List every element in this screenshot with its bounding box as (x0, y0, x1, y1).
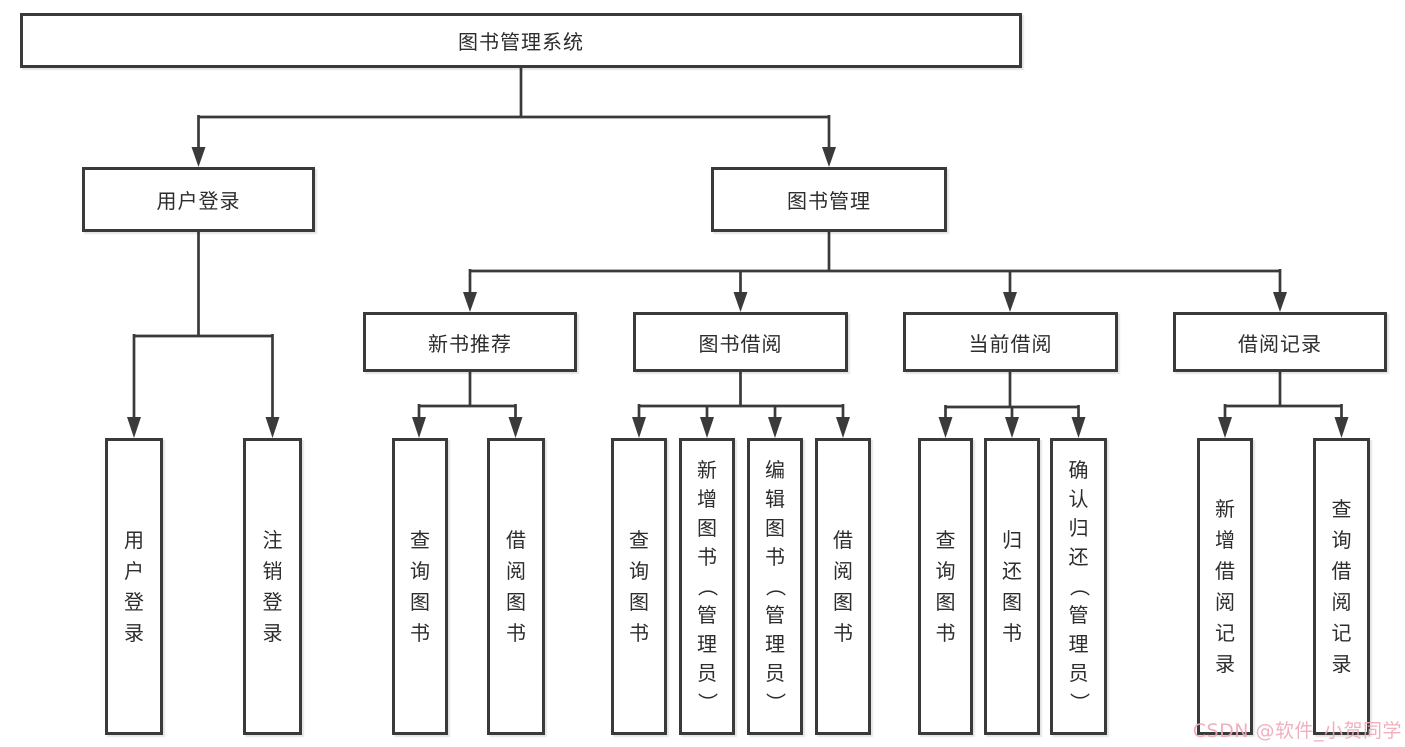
leaf-borrow-query-book: 查询图书 (611, 438, 667, 735)
leaf-current-confirm-return-label: 确认归还（管理员） (1067, 458, 1091, 713)
leaf-borrow-edit-book: 编辑图书（管理员） (747, 438, 803, 735)
leaf-record-add-record: 新增借阅记录 (1197, 438, 1253, 735)
node-borrow-record: 借阅记录 (1173, 312, 1387, 372)
leaf-borrow-borrow-book: 借阅图书 (815, 438, 871, 735)
node-book-management-label: 图书管理 (787, 189, 871, 213)
arrowhead-icons (127, 147, 1349, 438)
leaf-current-return-book-label: 归还图书 (1002, 527, 1022, 645)
leaf-newbook-query-book-label: 查询图书 (410, 527, 430, 645)
node-book-borrow-label: 图书借阅 (698, 331, 783, 356)
leaf-logout-login: 注销登录 (243, 438, 302, 735)
leaf-borrow-edit-book-label: 编辑图书（管理员） (763, 458, 788, 713)
node-book-management: 图书管理 (711, 167, 947, 232)
node-user-login: 用户登录 (82, 167, 315, 232)
leaf-user-login: 用户登录 (105, 438, 163, 735)
csdn-watermark: CSDN @软件_小贺同学 (1192, 720, 1402, 742)
node-book-borrow: 图书借阅 (633, 312, 848, 372)
leaf-current-query-book: 查询图书 (918, 438, 973, 735)
leaf-current-return-book: 归还图书 (984, 438, 1040, 735)
leaf-borrow-query-book-label: 查询图书 (629, 527, 649, 645)
leaf-current-confirm-return: 确认归还（管理员） (1050, 438, 1107, 735)
node-borrow-record-label: 借阅记录 (1238, 331, 1322, 356)
node-current-borrow-label: 当前借阅 (968, 331, 1053, 356)
leaf-record-query-record: 查询借阅记录 (1313, 438, 1370, 735)
leaf-logout-login-label: 注销登录 (262, 527, 283, 645)
leaf-record-query-record-label: 查询借阅记录 (1331, 496, 1352, 676)
node-current-borrow: 当前借阅 (903, 312, 1118, 372)
leaf-record-add-record-label: 新增借阅记录 (1215, 496, 1235, 676)
tree-edges (132, 68, 1343, 419)
leaf-current-query-book-label: 查询图书 (935, 527, 956, 645)
node-root-label: 图书管理系统 (458, 30, 584, 54)
node-root: 图书管理系统 (20, 13, 1022, 68)
leaf-newbook-query-book: 查询图书 (392, 438, 448, 735)
leaf-borrow-add-book: 新增图书（管理员） (679, 438, 735, 735)
leaf-borrow-add-book-label: 新增图书（管理员） (695, 458, 720, 713)
leaf-newbook-borrow-book-label: 借阅图书 (506, 527, 526, 645)
leaf-borrow-borrow-book-label: 借阅图书 (833, 527, 853, 645)
node-user-login-label: 用户登录 (156, 189, 241, 213)
leaf-newbook-borrow-book: 借阅图书 (487, 438, 545, 735)
node-new-book-recommend-label: 新书推荐 (428, 331, 512, 356)
leaf-user-login-label: 用户登录 (124, 527, 144, 645)
node-new-book-recommend: 新书推荐 (363, 312, 577, 372)
